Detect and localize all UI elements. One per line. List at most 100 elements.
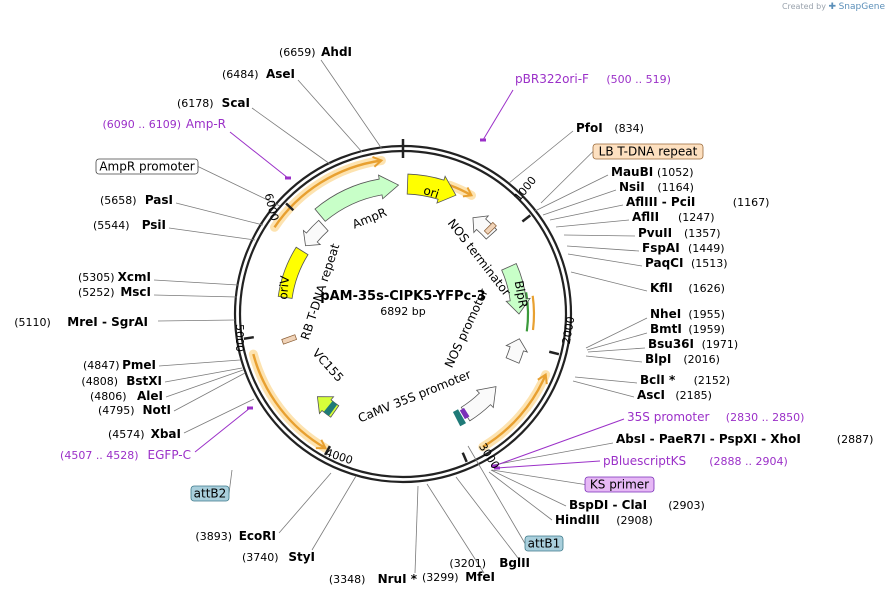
snapgene-logo-icon: ✚ bbox=[828, 2, 837, 12]
bp-tick-1000 bbox=[521, 214, 532, 223]
primer-name-pbr322ori-f: pBR322ori-F bbox=[515, 72, 589, 86]
box-label-lb-t-dna-repeat: LB T-DNA repeat bbox=[599, 145, 698, 159]
site-name-maubi: MauBI bbox=[611, 165, 653, 179]
site-name-nsii: NsiI bbox=[619, 180, 645, 194]
bp-tick-4000 bbox=[324, 445, 332, 456]
site-leader-fspai bbox=[566, 245, 640, 252]
site-name-ecori: EcoRI bbox=[239, 529, 276, 543]
site-pos-psii: (5544) bbox=[93, 219, 130, 232]
orange-arc-left-small bbox=[482, 374, 547, 448]
site-name-msci: MscI bbox=[120, 285, 151, 299]
site-pos-pmei: (4847) bbox=[83, 359, 120, 372]
bp-tick-2000 bbox=[548, 350, 560, 356]
orange-arc-top bbox=[273, 159, 382, 228]
site-leader-bcli bbox=[574, 376, 638, 384]
feature-vc155-marker bbox=[323, 401, 338, 416]
orange-arc-bottom bbox=[252, 353, 327, 450]
site-leader-styi bbox=[311, 475, 357, 551]
plasmid-size: 6892 bp bbox=[380, 305, 425, 318]
site-leader-blpi bbox=[585, 355, 643, 363]
feature-attb1-marker bbox=[452, 409, 466, 427]
site-pos-msci: (5252) bbox=[78, 286, 115, 299]
site-leader-asci bbox=[572, 380, 635, 398]
bp-tick-3000 bbox=[461, 452, 468, 463]
site-pos-nhei: (1955) bbox=[688, 308, 725, 321]
site-leader-noti bbox=[173, 372, 246, 412]
primer-leader-35s-promoter bbox=[493, 418, 625, 467]
site-pos-bmti: (1959) bbox=[688, 323, 725, 336]
site-name-noti: NotI bbox=[143, 403, 172, 417]
orange-arc-left-small-head bbox=[537, 372, 548, 385]
site-name-bspdi: BspDI - ClaI bbox=[569, 498, 647, 512]
orange-arc-left-small-glow bbox=[478, 370, 551, 452]
site-name-bcli: BclI * bbox=[640, 373, 676, 387]
credit-text: Created by bbox=[781, 2, 826, 11]
site-name-ahdi: AhdI bbox=[321, 45, 352, 59]
site-pos-bstxi: (4808) bbox=[81, 375, 118, 388]
site-pos-pvuii: (1357) bbox=[684, 227, 721, 240]
site-leader-scai bbox=[251, 107, 331, 165]
site-pos-asei: (6484) bbox=[222, 68, 259, 81]
site-name-asei: AseI bbox=[266, 67, 295, 81]
site-name-xcmi: XcmI bbox=[118, 270, 151, 284]
feature-label-ampr: AmpR bbox=[350, 205, 388, 231]
site-name-nhei: NheI bbox=[650, 307, 681, 321]
primer-name-35s-promoter: 35S promoter bbox=[627, 410, 709, 424]
feature-blpr bbox=[501, 263, 531, 315]
site-pos-noti: (4795) bbox=[98, 404, 135, 417]
site-leader-ecori bbox=[278, 472, 332, 534]
feature-nos-promoter bbox=[505, 338, 529, 364]
box-lb-t-dna-repeat bbox=[592, 143, 704, 160]
snapgene-credit: Created by ✚ SnapGene bbox=[782, 2, 885, 12]
site-leader-alei bbox=[165, 369, 244, 398]
site-pos-afliii: (1167) bbox=[733, 196, 770, 209]
site-pos-bspdi: (2903) bbox=[668, 499, 705, 512]
orange-arc-top-head bbox=[372, 156, 384, 168]
box-leader-attb2 bbox=[228, 469, 233, 494]
box-label-attb1: attB1 bbox=[528, 537, 561, 551]
site-name-nrui: NruI * bbox=[378, 572, 418, 586]
site-name-mfei: MfeI bbox=[465, 570, 495, 584]
site-pos-scai: (6178) bbox=[177, 97, 214, 110]
site-leader-afliii bbox=[549, 204, 624, 221]
bp-tick-6000 bbox=[285, 202, 295, 212]
site-name-bstxi: BstXI bbox=[126, 374, 162, 388]
site-leader-xcmi bbox=[153, 279, 239, 286]
site-name-scai: ScaI bbox=[222, 96, 250, 110]
site-leader-mrei bbox=[157, 319, 236, 322]
feature-lb-t-dna-small bbox=[483, 221, 497, 235]
site-pos-kfli: (1626) bbox=[688, 282, 725, 295]
primer-leader-pbr322ori-f bbox=[482, 89, 514, 141]
site-name-xbai: XbaI bbox=[151, 427, 181, 441]
box-leader-ks-primer bbox=[491, 469, 586, 485]
orange-arc-bottom-head bbox=[315, 439, 328, 450]
site-name-kfli: KflI bbox=[650, 281, 673, 295]
site-name-blpi: BlpI bbox=[645, 352, 671, 366]
site-leader-msci bbox=[153, 294, 238, 298]
site-pos-ahdi: (6659) bbox=[279, 46, 316, 59]
primer-marker-amp-r bbox=[285, 176, 291, 180]
primer-marker-35s-promoter bbox=[491, 464, 497, 468]
primer-range-pbluescriptks: (2888 .. 2904) bbox=[709, 455, 788, 468]
site-name-pasi: PasI bbox=[145, 193, 173, 207]
site-leader-bglii bbox=[455, 476, 519, 559]
feature-label-oriv: oriV bbox=[276, 274, 292, 300]
site-pos-ecori: (3893) bbox=[195, 530, 232, 543]
site-pos-maubi: (1052) bbox=[657, 166, 694, 179]
primer-marker-egfp-c bbox=[247, 406, 253, 410]
primer-range-pbr322ori-f: (500 .. 519) bbox=[606, 73, 671, 86]
site-leader-psii bbox=[168, 227, 256, 241]
site-leader-mfei bbox=[426, 483, 485, 574]
site-leader-nrui bbox=[414, 485, 419, 574]
feature-label-vc155: VC155 bbox=[310, 346, 347, 385]
plasmid-name: pAM-35s-CIPK5-YFPc-3 bbox=[320, 289, 485, 304]
site-pos-mfei: (3299) bbox=[422, 571, 459, 584]
site-name-absi: AbsI - PaeR7I - PspXI - XhoI bbox=[616, 432, 801, 446]
site-name-hindiii: HindIII bbox=[555, 513, 600, 527]
site-leader-maubi bbox=[534, 174, 609, 212]
site-pos-bglii: (3201) bbox=[449, 557, 486, 570]
bp-tick-label-5000: 5000 bbox=[233, 324, 246, 352]
site-name-pvuii: PvuII bbox=[638, 226, 672, 240]
bp-tick-label-2000: 2000 bbox=[560, 315, 578, 345]
feature-oriv bbox=[277, 246, 309, 299]
